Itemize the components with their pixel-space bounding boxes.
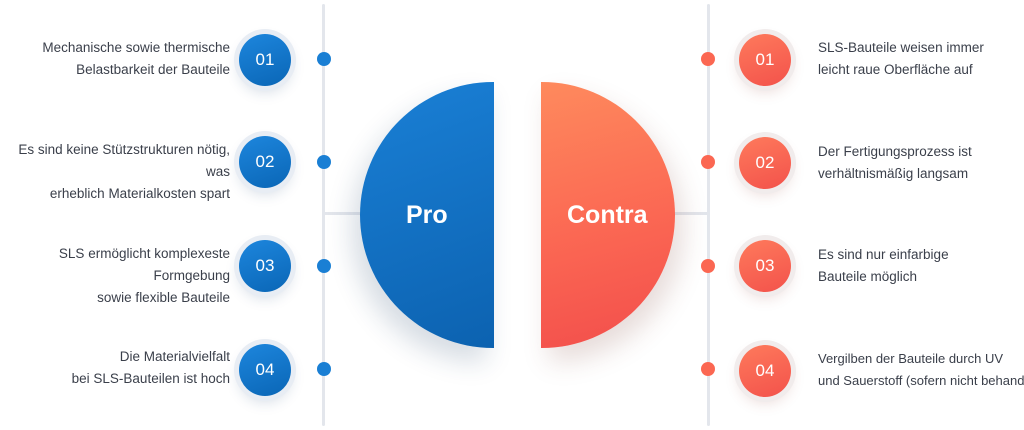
pro-item-line: Die Materialvielfalt (119, 349, 230, 364)
pro-half-circle: Pro (360, 82, 494, 348)
contra-item-text: SLS-Bauteile weisen immer leicht raue Ob… (818, 37, 1022, 81)
pro-item-line: SLS ermöglicht komplexeste Formgebung (58, 246, 230, 283)
contra-label: Contra (567, 201, 648, 229)
contra-item-line: leicht raue Oberfläche auf (818, 62, 973, 77)
contra-item-line: und Sauerstoff (sofern nicht behandelt) (818, 373, 1024, 388)
pro-item-line: erheblich Materialkosten spart (49, 186, 230, 201)
contra-item-line: Der Fertigungsprozess ist (818, 144, 972, 159)
pro-item-line: Mechanische sowie thermische (42, 40, 230, 55)
contra-item-line: SLS-Bauteile weisen immer (818, 40, 984, 55)
pro-item-number-badge: 03 (239, 240, 291, 292)
pro-item-text: Die Materialvielfalt bei SLS-Bauteilen i… (0, 346, 230, 390)
contra-timeline-line (707, 4, 710, 426)
contra-item-text: Es sind nur einfarbige Bauteile möglich (818, 244, 1022, 288)
pro-timeline-dot (317, 52, 331, 66)
contra-item-number-badge: 02 (739, 137, 791, 189)
contra-item-line: Es sind nur einfarbige (818, 247, 949, 262)
pro-item-number-badge: 04 (239, 344, 291, 396)
pro-timeline-dot (317, 259, 331, 273)
contra-item-line: Vergilben der Bauteile durch UV (818, 351, 1004, 366)
pro-item-line: bei SLS-Bauteilen ist hoch (71, 371, 230, 386)
contra-item-number-badge: 01 (739, 34, 791, 86)
pro-timeline-dot (317, 155, 331, 169)
contra-timeline-dot (701, 52, 715, 66)
contra-connector-line (670, 212, 708, 215)
pro-item-text: SLS ermöglicht komplexeste Formgebung so… (0, 243, 230, 309)
contra-timeline-dot (701, 155, 715, 169)
contra-item-line: Bauteile möglich (818, 269, 918, 284)
contra-half-circle: Contra (541, 82, 675, 348)
pro-item-number-badge: 01 (239, 34, 291, 86)
pro-connector-line (324, 212, 364, 215)
contra-item-text: Vergilben der Bauteile durch UV und Saue… (818, 348, 1024, 392)
contra-item-number-badge: 03 (739, 240, 791, 292)
pro-label: Pro (406, 201, 448, 229)
pro-item-text: Mechanische sowie thermische Belastbarke… (0, 37, 230, 81)
pro-timeline-dot (317, 362, 331, 376)
pro-item-number-badge: 02 (239, 136, 291, 188)
contra-item-number-badge: 04 (739, 345, 791, 397)
pro-item-line: Es sind keine Stützstrukturen nötig, was (18, 142, 230, 179)
pro-timeline-line (322, 4, 325, 426)
contra-timeline-dot (701, 362, 715, 376)
pro-item-text: Es sind keine Stützstrukturen nötig, was… (0, 139, 230, 205)
contra-timeline-dot (701, 259, 715, 273)
pro-item-line: Belastbarkeit der Bauteile (76, 62, 230, 77)
contra-item-line: verhältnismäßig langsam (818, 166, 969, 181)
pro-item-line: sowie flexible Bauteile (97, 290, 230, 305)
contra-item-text: Der Fertigungsprozess ist verhältnismäßi… (818, 141, 1022, 185)
